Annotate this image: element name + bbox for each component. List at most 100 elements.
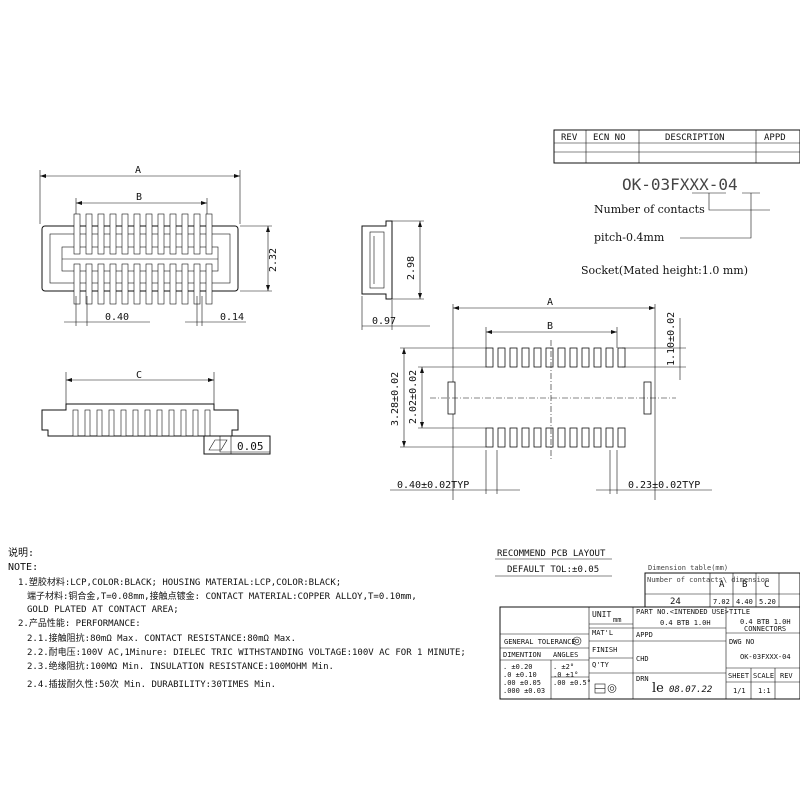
contact-pin bbox=[180, 409, 187, 437]
dimension-table: Dimension table(mm) Number of contacts\ … bbox=[644, 564, 800, 608]
pcb-pad bbox=[569, 347, 578, 368]
contact-pin bbox=[205, 213, 213, 255]
part-code-legend: OK-03FXXX-04 Number of contacts pitch-0.… bbox=[581, 175, 770, 277]
pcb-pad bbox=[485, 427, 494, 448]
pcb-pad bbox=[545, 347, 554, 368]
contact-pin bbox=[72, 409, 79, 437]
scale-label: SCALE bbox=[753, 672, 774, 680]
contact-pin bbox=[96, 409, 103, 437]
note-line: 2.4.插拔耐久性:50次 Min. DURABILITY:30TIMES Mi… bbox=[27, 678, 276, 690]
contact-pin bbox=[97, 263, 105, 305]
tol-line: .00 ±0.05 bbox=[503, 679, 541, 687]
tol-line: .0 ±0.10 bbox=[503, 671, 537, 679]
part-no-label: PART NO.<INTENDED USE> bbox=[636, 608, 729, 616]
note-line: GOLD PLATED AT CONTACT AREA; bbox=[27, 605, 179, 615]
pcb-pads bbox=[485, 347, 626, 448]
dim-side-width-label: 0.97 bbox=[372, 316, 396, 327]
dimension-table-caption: Dimension table(mm) bbox=[648, 564, 728, 572]
contact-pin bbox=[85, 213, 93, 255]
pcb-pad bbox=[557, 427, 566, 448]
angle-line: .00 ±0.5° bbox=[553, 679, 591, 687]
pcb-dim-b-label: B bbox=[547, 321, 553, 332]
contact-pin bbox=[181, 213, 189, 255]
dim-height-label: 2.32 bbox=[268, 248, 279, 272]
dim-pin-width-label: 0.14 bbox=[220, 312, 244, 323]
row-c-value: 5.20 bbox=[759, 598, 776, 606]
contacts-note: Number of contacts bbox=[594, 203, 705, 216]
dwg-no-value: OK-03FXXX-04 bbox=[740, 653, 791, 661]
pcb-pad bbox=[581, 347, 590, 368]
tol-line: . ±0.20 bbox=[503, 663, 533, 671]
col-b-header: B bbox=[742, 580, 747, 590]
top-view: A B 2.32 0.40 0.14 bbox=[39, 165, 279, 326]
pcb-dim-a-label: A bbox=[547, 297, 553, 308]
sheet-label: SHEET bbox=[728, 672, 750, 680]
side-view: 2.98 0.97 bbox=[361, 220, 430, 330]
pcb-pad bbox=[593, 347, 602, 368]
drn-label: DRN bbox=[636, 675, 649, 683]
notes: 说明: NOTE: 1.塑胶材料:LCP,COLOR:BLACK; HOUSIN… bbox=[8, 546, 466, 690]
rev-label: REV bbox=[780, 672, 793, 680]
ecn-header: ECN NO bbox=[593, 133, 626, 143]
pcb-pad bbox=[521, 347, 530, 368]
dimention-label: DIMENTION bbox=[503, 651, 541, 659]
pcb-pad bbox=[497, 347, 506, 368]
row-b-value: 4.40 bbox=[736, 598, 753, 606]
front-pins bbox=[72, 409, 211, 437]
front-view: C 0.05 bbox=[41, 370, 271, 455]
angle-line: .0 ±1° bbox=[553, 671, 578, 679]
contact-pin bbox=[85, 263, 93, 305]
contact-pin bbox=[120, 409, 127, 437]
pcb-pad bbox=[569, 427, 578, 448]
contact-pin bbox=[169, 263, 177, 305]
pcb-pad bbox=[617, 427, 626, 448]
contact-pin bbox=[145, 213, 153, 255]
pad-width-label: 0.23±0.02TYP bbox=[628, 480, 700, 491]
chd-label: CHD bbox=[636, 655, 649, 663]
contact-pin bbox=[109, 213, 117, 255]
appd-header: APPD bbox=[764, 133, 786, 143]
note-line: 2.1.接触阻抗:80mΩ Max. CONTACT RESISTANCE:80… bbox=[27, 632, 296, 644]
contact-pin bbox=[145, 263, 153, 305]
pcb-layout-tolerance: DEFAULT TOL:±0.05 bbox=[507, 565, 599, 575]
pcb-layout-title: RECOMMEND PCB LAYOUT bbox=[497, 549, 606, 559]
pcb-pad bbox=[533, 427, 542, 448]
pcb-pad bbox=[545, 427, 554, 448]
pcb-pad bbox=[509, 347, 518, 368]
title-block: UNIT mm PART NO.<INTENDED USE> 0.4 BTB 1… bbox=[499, 606, 800, 700]
row-a-value: 7.02 bbox=[713, 598, 730, 606]
pcb-pad bbox=[617, 347, 626, 368]
note-line: 2.产品性能: PERFORMANCE: bbox=[18, 617, 141, 629]
part-no-value: 0.4 BTB 1.0H bbox=[660, 619, 711, 627]
row-contacts: 24 bbox=[670, 597, 681, 607]
pcb-layout-header: RECOMMEND PCB LAYOUT DEFAULT TOL:±0.05 bbox=[495, 549, 612, 577]
dim-b-label: B bbox=[136, 192, 142, 203]
contact-pin bbox=[109, 263, 117, 305]
contact-pin bbox=[204, 409, 211, 437]
socket-note: Socket(Mated height:1.0 mm) bbox=[581, 264, 748, 277]
contact-pin bbox=[73, 213, 81, 255]
title-value-2: CONNECTORS bbox=[744, 625, 786, 633]
dim-side-height-label: 2.98 bbox=[406, 256, 417, 280]
dimension-table-corner: Number of contacts\ dimension bbox=[647, 576, 769, 584]
rev-header: REV bbox=[561, 133, 578, 143]
col-c-header: C bbox=[764, 580, 769, 590]
inner-span-label: 2.02±0.02 bbox=[408, 370, 419, 424]
contact-pin bbox=[121, 263, 129, 305]
appd-label: APPD bbox=[636, 631, 653, 639]
pcb-pad bbox=[485, 347, 494, 368]
note-line: 端子材料:铜合金,T=0.08mm,接触点镀金: CONTACT MATERIA… bbox=[27, 590, 417, 602]
note-line: 2.2.耐电压:100V AC,1Minure: DIELEC TRIC WIT… bbox=[27, 646, 466, 658]
sheet-value: 1/1 bbox=[733, 687, 746, 695]
dim-a-label: A bbox=[135, 165, 141, 176]
outer-span-label: 3.28±0.02 bbox=[390, 372, 401, 426]
contact-pin bbox=[168, 409, 175, 437]
contact-pin bbox=[97, 213, 105, 255]
pcb-pad bbox=[605, 347, 614, 368]
title-label: TITLE bbox=[729, 608, 750, 616]
dim-pitch-label: 0.40 bbox=[105, 312, 129, 323]
pcb-pad bbox=[605, 427, 614, 448]
contact-pin bbox=[157, 263, 165, 305]
dwg-no-label: DWG NO bbox=[729, 638, 754, 646]
